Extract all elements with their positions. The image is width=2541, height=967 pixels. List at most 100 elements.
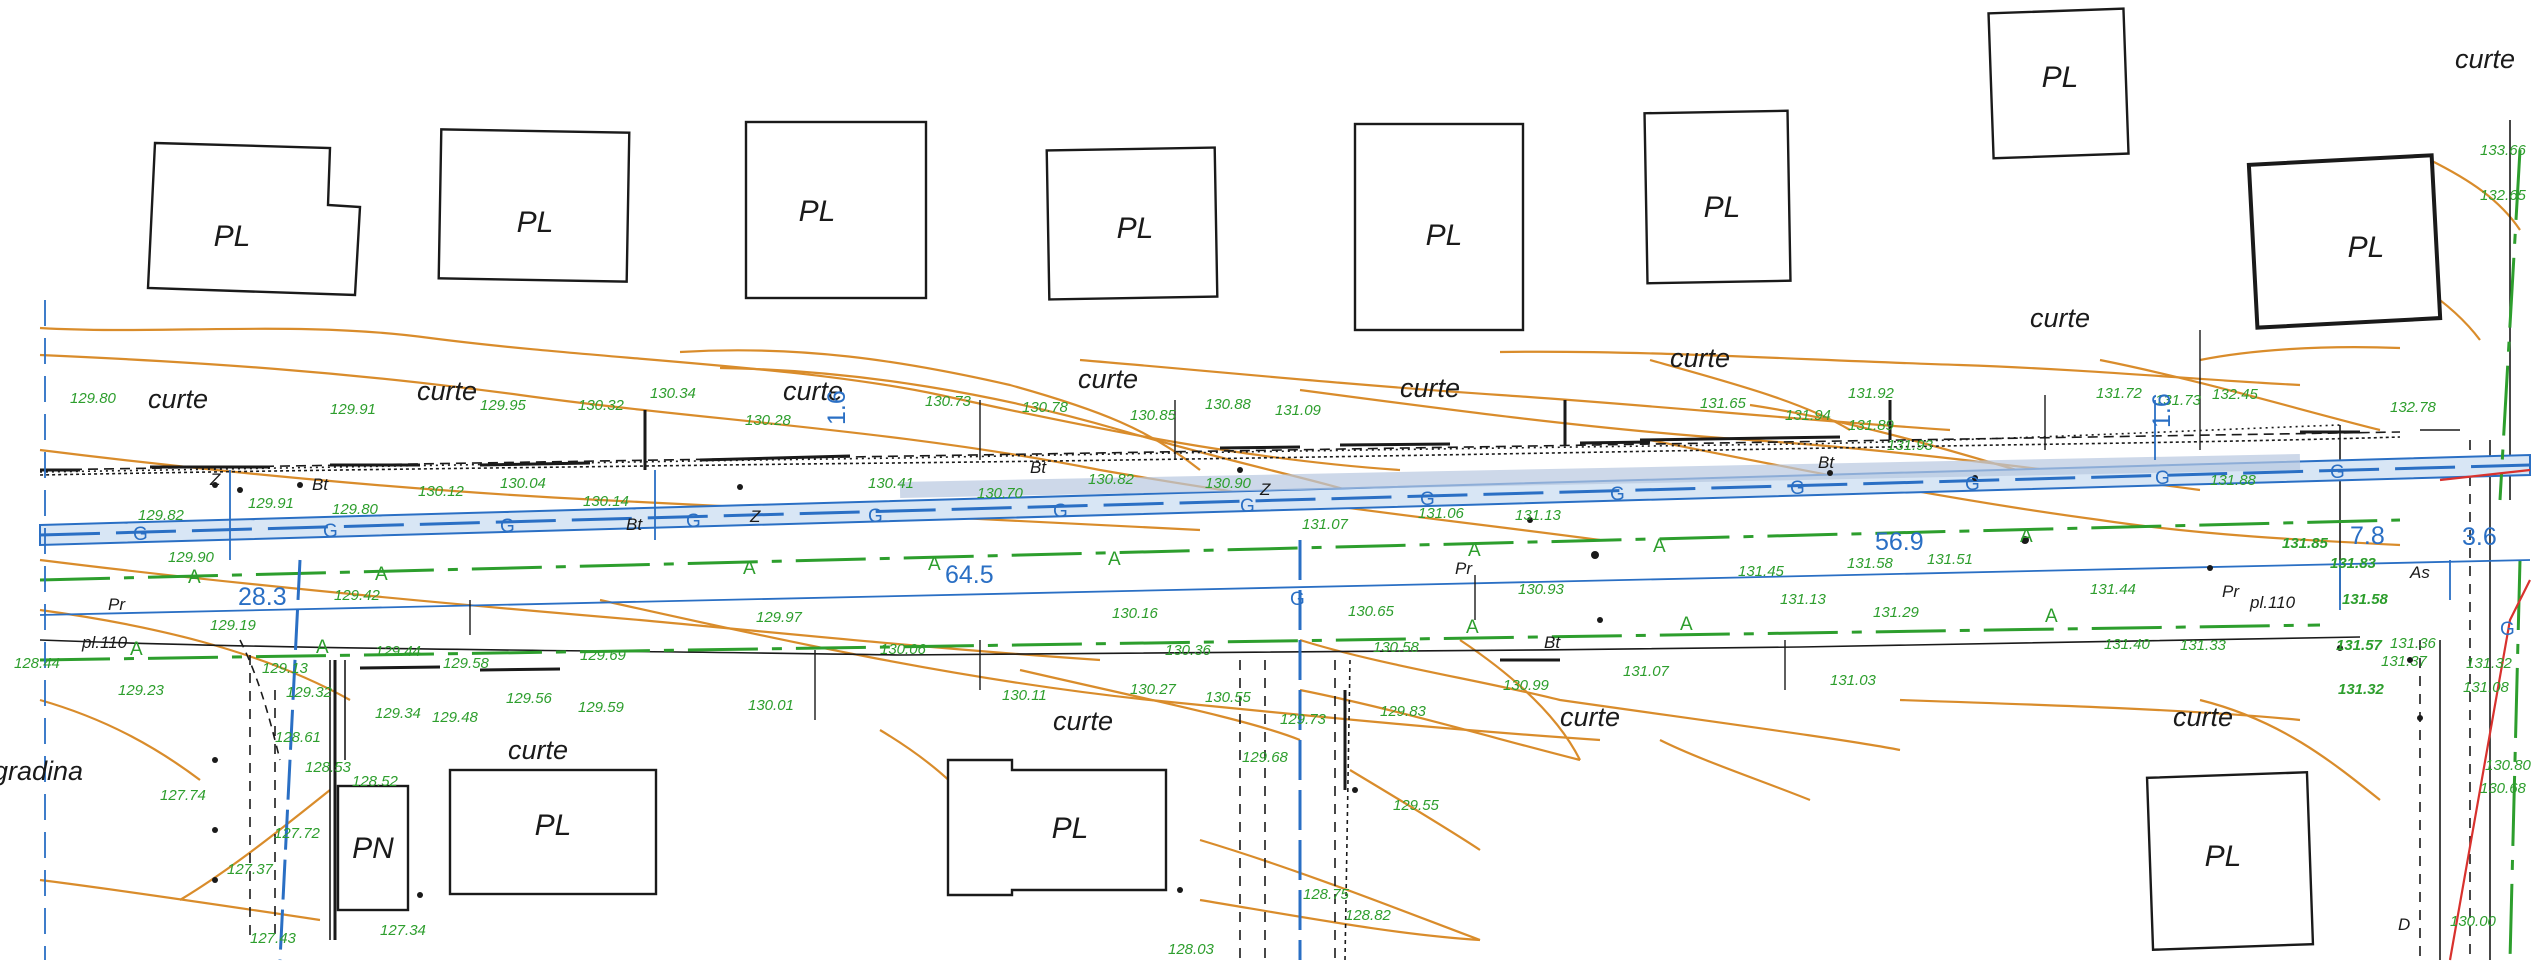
- water-pipeline: [39, 149, 2522, 961]
- network-label: pl.110: [2249, 593, 2296, 612]
- elevation-label: 128.03: [1168, 941, 1215, 958]
- network-label: A: [1466, 617, 1479, 638]
- elevation-label: 129.82: [138, 507, 185, 524]
- building-label: PL: [2348, 231, 2385, 264]
- building-label: PL: [1426, 219, 1463, 252]
- area-label: gradina: [0, 756, 83, 786]
- elevation-label: 129.69: [580, 647, 627, 664]
- area-label: curte: [1560, 702, 1620, 732]
- area-label: curte: [508, 735, 568, 765]
- network-label: A: [130, 639, 143, 660]
- elevation-label: 127.34: [380, 922, 426, 939]
- network-label: Pr: [2222, 582, 2240, 601]
- elevation-label: 130.55: [1205, 689, 1252, 706]
- elevation-label: 130.41: [868, 475, 914, 492]
- elevation-label: 129.97: [756, 609, 803, 626]
- elevation-label: 130.32: [578, 397, 625, 414]
- elevation-label: 129.32: [286, 684, 333, 701]
- elevation-label: 131.36: [2390, 635, 2437, 652]
- elevation-label: 131.45: [1738, 563, 1785, 580]
- elevation-label: 130.65: [1348, 603, 1395, 620]
- elevation-label: 131.08: [2463, 679, 2510, 696]
- elevation-label: 130.06: [880, 641, 927, 658]
- elevation-label: 130.80: [2485, 757, 2532, 774]
- area-label: curte: [2455, 44, 2515, 74]
- building-pl-2: [437, 128, 631, 283]
- network-label: G: [500, 516, 515, 537]
- elevation-label: 131.44: [2090, 581, 2136, 598]
- network-label: Z: [1259, 480, 1271, 499]
- elevation-label: 131.94: [1785, 407, 1831, 424]
- network-label: Bt: [312, 475, 329, 494]
- network-label: As: [2409, 563, 2430, 582]
- area-label: curte: [1053, 706, 1113, 736]
- network-label: G: [1610, 484, 1625, 505]
- elevation-label: 131.58: [2342, 591, 2389, 608]
- elevation-label: 129.56: [506, 690, 553, 707]
- network-label: pl.110: [81, 633, 128, 652]
- elevation-label: 131.37: [2381, 653, 2428, 670]
- elevation-label: 131.83: [2330, 555, 2377, 572]
- elevation-label: 130.12: [418, 483, 465, 500]
- elevation-label: 131.72: [2096, 385, 2143, 402]
- survey-points: [212, 467, 2423, 898]
- elevation-label: 130.73: [925, 393, 972, 410]
- dimension-label: 64.5: [945, 561, 994, 589]
- network-label: A: [1468, 540, 1481, 561]
- dimension-labels: 28.3 64.5 56.9 7.8 3.6 1.6 1.6: [238, 390, 2497, 611]
- elevation-label: 129.55: [1393, 797, 1440, 814]
- building-pl-5: [1353, 122, 1525, 332]
- elevation-label: 132.78: [2390, 399, 2437, 416]
- building-label: PL: [1704, 191, 1741, 224]
- elevation-label: 129.90: [168, 549, 215, 566]
- elevation-label: 129.19: [210, 617, 257, 634]
- elevation-label: 129.34: [375, 705, 421, 722]
- network-label: Pr: [1455, 559, 1473, 578]
- elevation-label: 130.68: [2480, 780, 2527, 797]
- elevation-label: 131.58: [1847, 555, 1894, 572]
- fence-lines: [40, 400, 2360, 940]
- elevation-label: 130.82: [1088, 471, 1135, 488]
- network-label: A: [928, 554, 941, 575]
- building-pl-8: [2246, 153, 2443, 330]
- elevation-label: 127.74: [160, 787, 206, 804]
- red-utility-line: [2439, 468, 2531, 961]
- elevation-label: 129.44: [375, 643, 421, 660]
- elevation-label: 131.65: [1700, 395, 1747, 412]
- elevation-label: 131.06: [1418, 505, 1465, 522]
- elevation-label: 131.51: [1927, 551, 1973, 568]
- network-label: G: [323, 521, 338, 542]
- elevation-label: 130.85: [1130, 407, 1177, 424]
- building-pl-11: [2145, 771, 2315, 951]
- elevation-label: 129.42: [334, 587, 381, 604]
- elevation-label: 129.58: [443, 655, 490, 672]
- network-label: A: [1653, 536, 1666, 557]
- buildings: [146, 7, 2443, 951]
- network-label: G: [133, 524, 148, 545]
- area-label: curte: [1078, 364, 1138, 394]
- elevation-label: 129.91: [330, 401, 376, 418]
- elevation-label: 131.92: [1848, 385, 1895, 402]
- elevation-label: 128.52: [352, 773, 399, 790]
- dimension-label: 56.9: [1875, 528, 1924, 556]
- network-label: Bt: [626, 515, 643, 534]
- elevation-label: 129.95: [480, 397, 527, 414]
- elevation-label: 131.32: [2338, 681, 2385, 698]
- section-ticks: [469, 330, 2201, 720]
- elevation-label: 129.83: [1380, 703, 1427, 720]
- building-pl-3: [744, 120, 928, 300]
- elevation-label: 131.32: [2466, 655, 2513, 672]
- network-label: G: [1053, 501, 1068, 522]
- gas-pipeline: [39, 453, 2531, 547]
- elevation-label: 130.14: [583, 493, 629, 510]
- elevation-label: 129.48: [432, 709, 479, 726]
- elevation-label: 130.58: [1373, 639, 1420, 656]
- elevation-label: 131.89: [1848, 417, 1895, 434]
- network-label: G: [868, 506, 883, 527]
- elevation-label: 127.72: [274, 825, 321, 842]
- elevation-label: 130.00: [2450, 913, 2497, 930]
- elevation-label: 130.04: [500, 475, 546, 492]
- area-label: curte: [2173, 702, 2233, 732]
- elevation-label: 131.57: [2336, 637, 2383, 654]
